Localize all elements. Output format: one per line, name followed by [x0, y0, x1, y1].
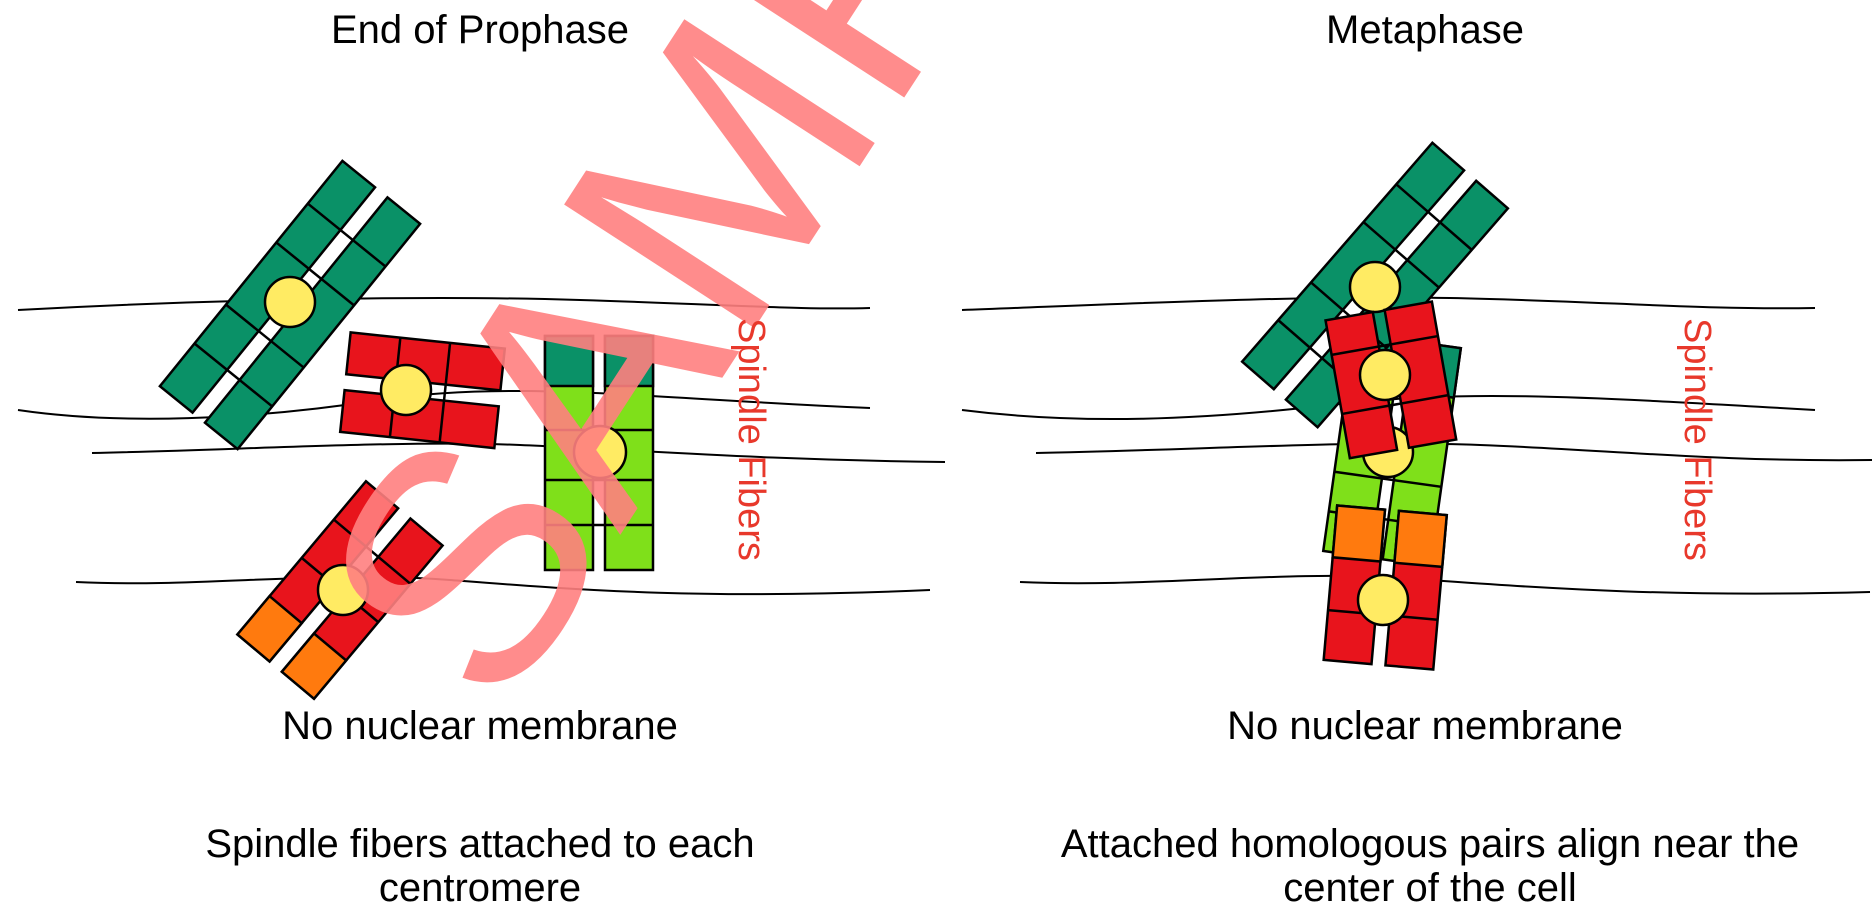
right-membrane-note: No nuclear membrane	[1125, 704, 1725, 748]
right-panel-title: Metaphase	[1225, 8, 1625, 53]
left-spindle-label: Spindle Fibers	[729, 318, 772, 561]
spindle-fiber	[1020, 576, 1870, 594]
spindle-fiber	[1036, 444, 1872, 461]
centromere	[1358, 575, 1408, 625]
centromere	[1350, 262, 1400, 312]
right-description: Attached homologous pairs align near the…	[1040, 822, 1820, 910]
centromere	[265, 277, 315, 327]
left-panel-title: End of Prophase	[280, 8, 680, 53]
left-description: Spindle fibers attached to each centrome…	[160, 822, 800, 910]
right-chromosome-orange-red	[1324, 506, 1447, 670]
right-chromosome-red	[1326, 302, 1457, 459]
right-spindle-label: Spindle Fibers	[1675, 318, 1718, 561]
centromere	[1360, 350, 1410, 400]
left-membrane-note: No nuclear membrane	[180, 704, 780, 748]
